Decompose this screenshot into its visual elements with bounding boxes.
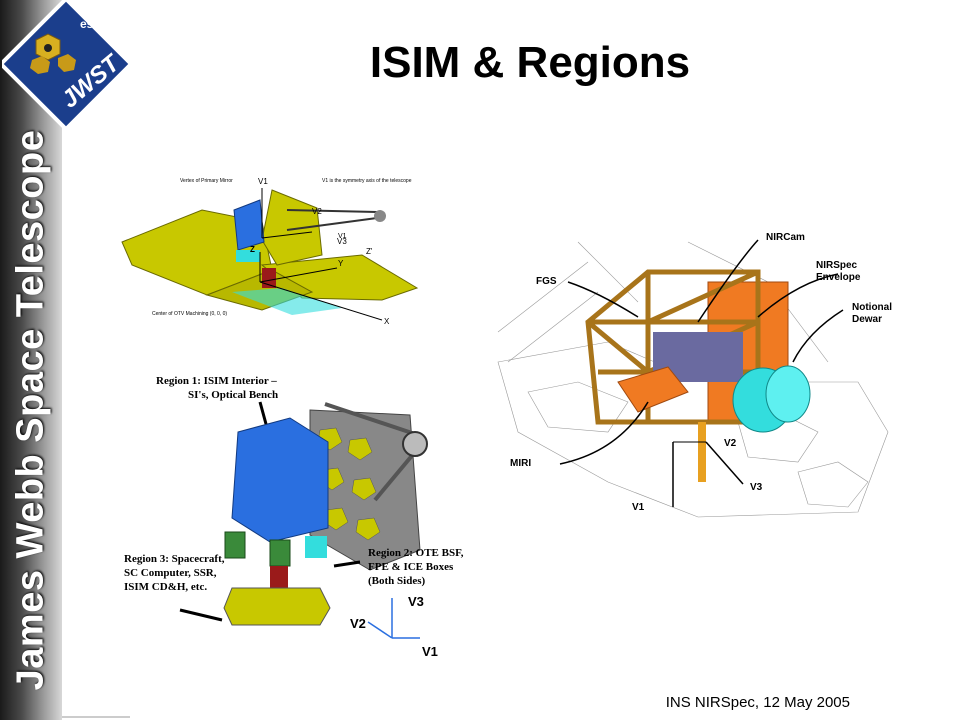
fgs-label: FGS [536, 276, 557, 287]
axis-label-x: X [384, 317, 390, 326]
divider [62, 716, 130, 718]
region2-line1: Region 2: OTE BSF, [368, 547, 464, 559]
observatory-coordinates-diagram: V1 V2 V3 Z Y X Z' V1 Vertex of Primary M… [121, 177, 419, 326]
region1-line2: SI's, Optical Bench [188, 389, 278, 401]
regions-diagram: Region 1: ISIM Interior – SI's, Optical … [124, 375, 464, 659]
axis-label-v1-top: V1 [258, 177, 268, 186]
dewar-label-line1: Notional [852, 302, 892, 313]
nirspec-label-line1: NIRSpec [816, 260, 858, 271]
dewar-label-line2: Dewar [852, 314, 882, 325]
note-symmetry-axis: V1 is the symmetry axis of the telescope [322, 178, 412, 184]
sidebar: James Webb Space Telescope [0, 0, 62, 720]
miri-label: MIRI [510, 458, 531, 469]
primary-mirror-icon [30, 33, 76, 74]
axis-label-v2-top: V2 [312, 207, 322, 216]
axis-label-v3: V3 [408, 594, 424, 609]
region2-line2: FPE & ICE Boxes [368, 561, 454, 573]
region1-line1: Region 1: ISIM Interior – [156, 375, 277, 387]
nirspec-label-line2: Envelope [816, 272, 861, 283]
v2-label: V2 [724, 438, 737, 449]
page-title: ISIM & Regions [369, 38, 691, 87]
region2-line3: (Both Sides) [368, 575, 425, 587]
region3-line2: SC Computer, SSR, [124, 567, 217, 579]
v1-label: V1 [632, 502, 645, 513]
sidebar-title: James Webb Space Telescope [9, 129, 52, 691]
axis-label-v1: V1 [422, 644, 438, 659]
axis-label-v3-top: V3 [337, 237, 347, 246]
isim-instrument-diagram: NIRCam NIRSpec Envelope Notional Dewar F… [497, 232, 892, 518]
esa-label: esa [80, 17, 100, 31]
axis-label-z: Z [250, 245, 255, 254]
v3-label: V3 [750, 482, 763, 493]
region3-line3: ISIM CD&H, etc. [124, 581, 207, 593]
axis-label-v1-low: V1 [338, 233, 347, 240]
footer-caption: INS NIRSpec, 12 May 2005 [665, 694, 850, 711]
region3-line1: Region 3: Spacecraft, [124, 553, 225, 565]
dewar-icon [732, 365, 811, 433]
note-primary-vertex: Vertex of Primary Mirror [180, 178, 233, 184]
nircam-label: NIRCam [766, 232, 805, 243]
axis-label-z-prime: Z' [366, 247, 373, 256]
axis-label-v2: V2 [350, 616, 366, 631]
jwst-logo: esa JWST [2, 0, 130, 128]
note-otv-center: Center of OTV Machining (0, 0, 0) [152, 311, 227, 317]
axis-label-y: Y [338, 259, 344, 268]
